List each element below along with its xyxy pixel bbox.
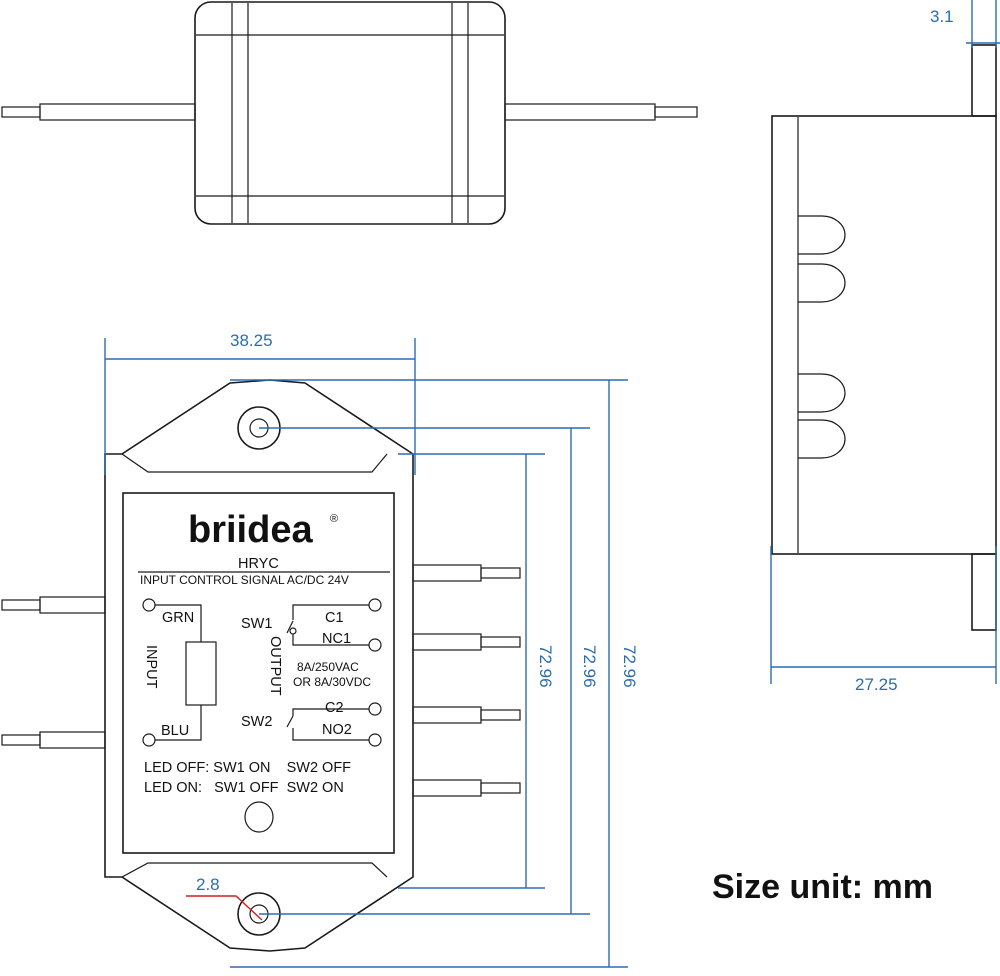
no2-label: NO2 <box>322 722 352 738</box>
side-terminal <box>798 419 846 459</box>
terminal-nc1 <box>368 638 382 652</box>
hole-leader <box>186 895 263 921</box>
dim-height-outer-label: 72.96 <box>620 645 639 688</box>
sw2-contact <box>286 715 294 728</box>
sw2-label: SW2 <box>241 714 272 730</box>
rating-ac: 8A/250VAC <box>297 660 359 674</box>
output-wire-nc1-tip <box>480 636 521 648</box>
sw2-trace <box>292 728 369 741</box>
dim-pin-thickness: 3.1 <box>930 0 1000 48</box>
output-label: OUTPUT <box>267 636 283 696</box>
size-unit-caption: Size unit: mm <box>712 868 933 906</box>
input-wire-grn <box>39 596 106 614</box>
side-terminal <box>798 373 846 413</box>
input-wire-trace <box>155 604 202 642</box>
side-terminal <box>798 263 846 303</box>
dim-width: 38.25 <box>104 331 416 475</box>
output-wire-no2-tip <box>480 782 521 794</box>
dim-height-inner-label: 72.96 <box>536 645 555 688</box>
dim-hole-label: 2.8 <box>196 875 220 894</box>
dim-hole: 2.8 <box>186 875 263 921</box>
input-wire-blu-tip <box>1 734 41 746</box>
sw1-pivot <box>289 627 297 635</box>
label-panel <box>122 492 395 854</box>
side-pin-top <box>971 44 997 117</box>
led-indicator <box>244 801 274 833</box>
rating-dc: OR 8A/30VDC <box>293 675 371 689</box>
output-wire-c1-tip <box>480 567 521 579</box>
side-terminal <box>798 215 846 255</box>
led-off-state: LED OFF: SW1 ON SW2 OFF <box>144 760 351 776</box>
top-wire-left-tip <box>1 106 41 118</box>
top-wire-right-tip <box>654 106 698 118</box>
input-signal-spec: INPUT CONTROL SIGNAL AC/DC 24V <box>140 573 349 587</box>
led-on-state: LED ON: SW1 OFF SW2 ON <box>144 780 344 796</box>
input-coil <box>185 641 217 706</box>
label-content: briidea ® HRYC INPUT CONTROL SIGNAL AC/D… <box>138 509 390 796</box>
side-pin-bottom <box>971 553 997 631</box>
side-view <box>771 44 997 631</box>
top-view <box>1 1 698 225</box>
brand-logo: briidea <box>188 509 313 551</box>
output-wire-no2 <box>412 779 482 797</box>
terminal-grn <box>142 598 156 612</box>
terminal-c2 <box>368 702 382 716</box>
output-wire-c2 <box>412 706 482 724</box>
registered-mark: ® <box>330 513 338 525</box>
terminal-blu <box>142 733 156 747</box>
grn-label: GRN <box>162 610 194 626</box>
dim-depth-label: 27.25 <box>855 675 898 694</box>
terminal-c1 <box>368 598 382 612</box>
input-label: INPUT <box>143 645 159 689</box>
front-top-notch <box>121 453 388 473</box>
dim-height-outer: 72.96 <box>230 379 639 968</box>
c2-label: C2 <box>325 700 344 716</box>
blu-label: BLU <box>161 723 189 739</box>
dim-height-middle-label: 72.96 <box>580 645 599 688</box>
sw1-trace <box>292 604 369 620</box>
front-bottom-notch <box>121 862 388 878</box>
front-view <box>1 379 521 952</box>
dim-depth: 27.25 <box>770 546 997 694</box>
output-wire-c2-tip <box>480 709 521 721</box>
sw1-trace <box>292 634 369 646</box>
input-wire-blu <box>39 731 106 749</box>
input-wire-trace <box>155 705 202 741</box>
nc1-label: NC1 <box>322 631 351 647</box>
model-number: HRYC <box>238 556 279 572</box>
sw1-contact <box>286 620 294 634</box>
sw1-label: SW1 <box>241 616 272 632</box>
output-wire-c1 <box>412 564 482 582</box>
input-wire-grn-tip <box>1 599 41 611</box>
top-wire-left <box>39 103 196 121</box>
side-view-body <box>771 115 997 555</box>
terminal-no2 <box>368 733 382 747</box>
sw2-trace <box>292 708 369 716</box>
dim-pin-thickness-label: 3.1 <box>930 7 954 26</box>
top-wire-right <box>504 103 656 121</box>
dim-height-inner: 72.96 <box>398 453 555 889</box>
dim-width-label: 38.25 <box>230 331 273 350</box>
dim-height-middle: 72.96 <box>259 427 599 915</box>
output-wire-nc1 <box>412 633 482 651</box>
c1-label: C1 <box>325 610 344 626</box>
